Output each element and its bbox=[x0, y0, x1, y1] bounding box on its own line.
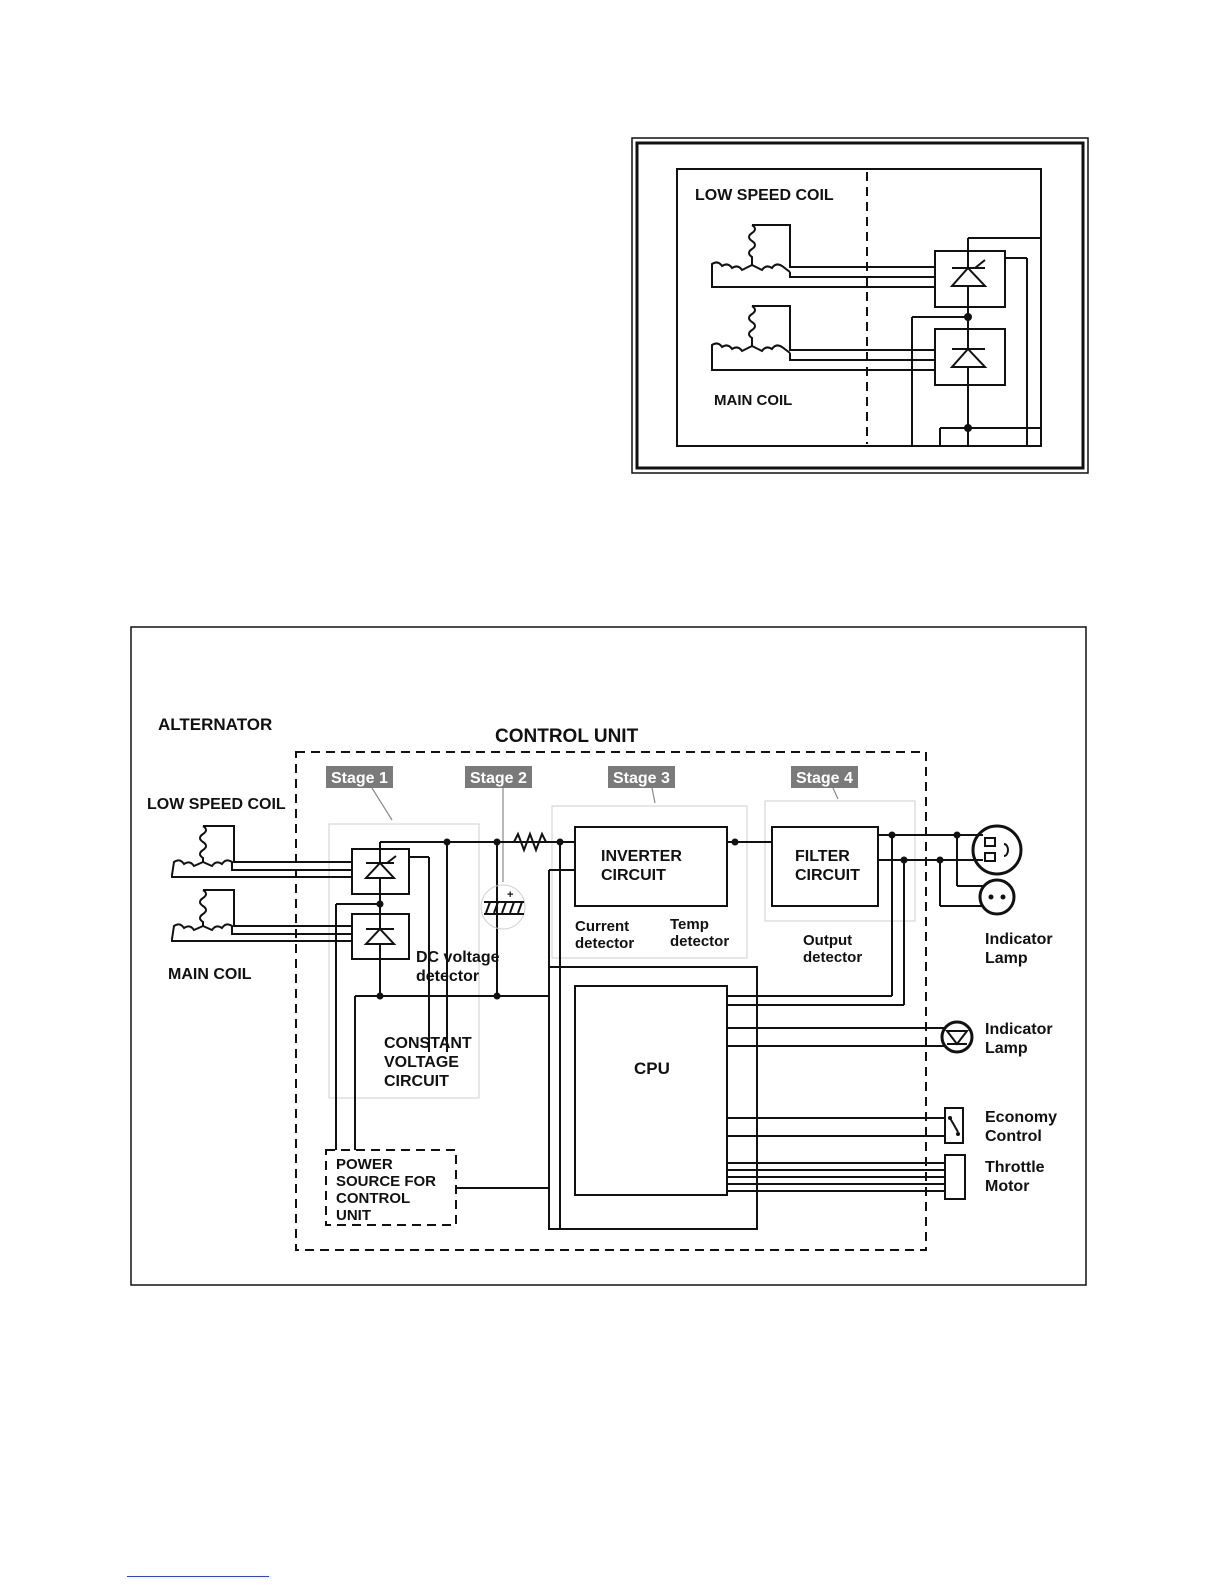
indicator-lamp-1-label-2: Lamp bbox=[985, 950, 1028, 967]
inset-diagram: LOW SPEED COIL MAIN COIL bbox=[631, 137, 1089, 474]
inset-low-speed-coil-label: LOW SPEED COIL bbox=[695, 187, 834, 204]
indicator-lamp-2-label-2: Lamp bbox=[985, 1040, 1028, 1057]
cpu-box bbox=[574, 985, 728, 1196]
footer-link-underline[interactable] bbox=[127, 1576, 269, 1577]
scr-bridge-upper bbox=[351, 848, 410, 895]
main-coil-icon bbox=[171, 889, 352, 942]
filter-circuit-label-1: FILTER bbox=[795, 848, 850, 865]
inset-main-coil-icon bbox=[711, 305, 935, 371]
svg-text:Stage 4: Stage 4 bbox=[796, 770, 853, 787]
stage3-region bbox=[551, 805, 748, 959]
filter-circuit-box bbox=[771, 826, 879, 907]
economy-switch-icon bbox=[944, 1107, 964, 1144]
outlet-icon bbox=[971, 824, 1023, 876]
economy-control-label-1: Economy bbox=[985, 1109, 1057, 1126]
filter-circuit-label-2: CIRCUIT bbox=[795, 867, 860, 884]
inset-scr-bridge-lower bbox=[934, 328, 1006, 386]
indicator-lamp-1-icon bbox=[978, 878, 1016, 916]
constant-voltage-label-3: CIRCUIT bbox=[384, 1073, 449, 1090]
low-speed-coil-icon bbox=[171, 825, 352, 878]
power-source-label-2: SOURCE FOR bbox=[336, 1173, 436, 1190]
output-detector-label-2: detector bbox=[803, 949, 862, 966]
economy-control-label-2: Control bbox=[985, 1128, 1042, 1145]
constant-voltage-label-2: VOLTAGE bbox=[384, 1054, 459, 1071]
current-detector-label-2: detector bbox=[575, 935, 634, 952]
temp-detector-label-1: Temp bbox=[670, 916, 709, 933]
stage-tag-4: Stage 4 bbox=[791, 766, 858, 800]
stage-tag-2: Stage 2 bbox=[465, 766, 532, 882]
throttle-motor-icon bbox=[944, 1154, 966, 1200]
inverter-circuit-label-1: INVERTER bbox=[601, 848, 682, 865]
control-unit-boundary bbox=[295, 751, 927, 1251]
block-diagram: ALTERNATOR CONTROL UNIT Stage 1 Stage 2 … bbox=[130, 626, 1087, 1286]
output-detector-label-1: Output bbox=[803, 932, 852, 949]
low-speed-coil-label: LOW SPEED COIL bbox=[147, 796, 286, 813]
svg-text:Stage 3: Stage 3 bbox=[613, 770, 670, 787]
indicator-lamp-2-label-1: Indicator bbox=[985, 1021, 1053, 1038]
cpu-label: CPU bbox=[634, 1059, 670, 1078]
stage1-region bbox=[328, 823, 480, 1099]
block-diagram-frame bbox=[130, 626, 1087, 1286]
control-unit-label: CONTROL UNIT bbox=[495, 726, 639, 747]
alternator-label: ALTERNATOR bbox=[158, 715, 272, 734]
constant-voltage-label-1: CONSTANT bbox=[384, 1035, 472, 1052]
inset-scr-bridge-upper bbox=[934, 250, 1006, 308]
svg-text:Stage 2: Stage 2 bbox=[470, 770, 527, 787]
inverter-circuit-box bbox=[574, 826, 728, 907]
capacitor-icon: + bbox=[480, 884, 526, 930]
inset-main-coil-label: MAIN COIL bbox=[714, 392, 792, 409]
cpu-enclosure bbox=[548, 966, 758, 1230]
indicator-lamp-2-icon bbox=[940, 1020, 974, 1054]
power-source-label-3: CONTROL bbox=[336, 1190, 410, 1207]
throttle-motor-label-2: Motor bbox=[985, 1178, 1029, 1195]
svg-text:+: + bbox=[507, 889, 513, 901]
resistor-icon bbox=[497, 831, 560, 853]
stage-tag-1: Stage 1 bbox=[326, 766, 393, 821]
temp-detector-label-2: detector bbox=[670, 933, 729, 950]
power-source-label-1: POWER bbox=[336, 1156, 393, 1173]
indicator-lamp-1-label-1: Indicator bbox=[985, 931, 1053, 948]
main-coil-label: MAIN COIL bbox=[168, 966, 252, 983]
svg-text:Stage 1: Stage 1 bbox=[331, 770, 388, 787]
inset-low-speed-coil-icon bbox=[711, 224, 935, 288]
dc-voltage-detector-label-1: DC voltage bbox=[416, 949, 500, 966]
inverter-circuit-label-2: CIRCUIT bbox=[601, 867, 666, 884]
power-source-label-4: UNIT bbox=[336, 1207, 371, 1224]
scr-bridge-lower bbox=[351, 913, 410, 960]
current-detector-label-1: Current bbox=[575, 918, 629, 935]
throttle-motor-label-1: Throttle bbox=[985, 1159, 1045, 1176]
stage-tag-3: Stage 3 bbox=[608, 766, 675, 804]
dc-voltage-detector-label-2: detector bbox=[416, 968, 479, 985]
